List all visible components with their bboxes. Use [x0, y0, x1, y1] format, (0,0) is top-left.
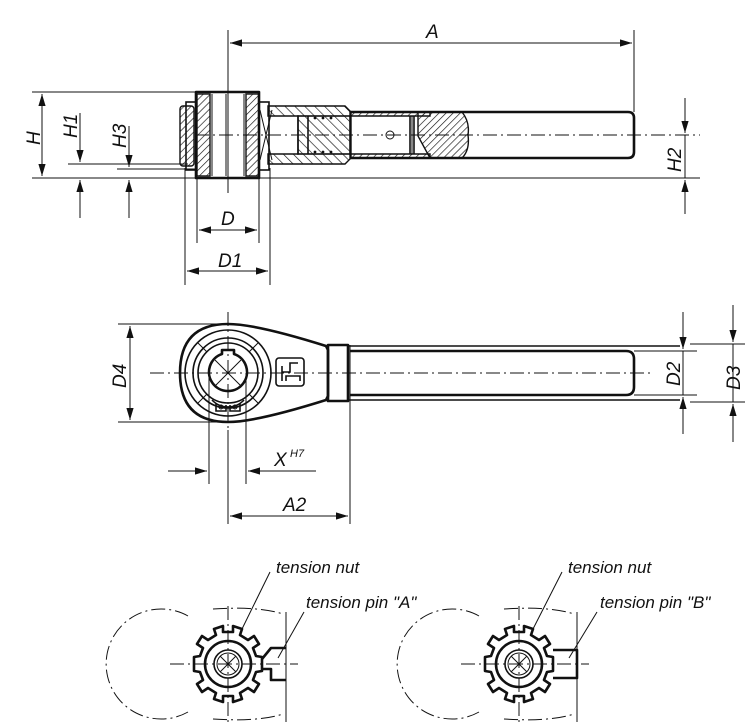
- dim-d-label: D: [221, 209, 235, 230]
- detail-view-a: [105, 571, 305, 726]
- detail-b-nut-label: tension nut: [568, 558, 652, 577]
- dim-d2-label: D2: [664, 361, 685, 386]
- dim-h-label: H: [24, 131, 45, 145]
- washer-left: [185, 101, 197, 171]
- dim-x-tolerance: H7: [290, 448, 305, 460]
- spring-coils: [313, 116, 333, 154]
- tension-nut-b: [483, 624, 555, 704]
- dim-d4-label: D4: [110, 364, 131, 388]
- nut-bore-inner-b: [507, 652, 531, 676]
- lever-head-outline: [178, 322, 330, 424]
- keyed-bore: [207, 348, 249, 393]
- dim-d3-label: D3: [724, 365, 745, 390]
- clip-hole-right: [232, 404, 238, 410]
- detail-b-swing-arc-2: [503, 607, 575, 721]
- dim-h2-label: H2: [665, 147, 686, 172]
- nut-bore-inner-a: [216, 652, 240, 676]
- tension-clip-arc: [211, 399, 245, 408]
- dim-a2-label: A2: [282, 495, 307, 516]
- hub-outer-ring-left: [179, 105, 195, 167]
- tension-nut-a: [192, 624, 264, 704]
- detail-a-swing-arc-2: [212, 607, 284, 721]
- detail-a-pin-label: tension pin "A": [306, 593, 417, 612]
- dim-x-label: X: [273, 450, 288, 471]
- detail-a-nut-label: tension nut: [276, 558, 360, 577]
- leader-pin-b: [568, 611, 598, 659]
- leader-pin-a: [277, 611, 305, 659]
- tension-pin-a: [260, 646, 286, 682]
- top-view: D4 D2 D3 X H7 A2: [110, 305, 745, 524]
- leader-nut-a: [241, 571, 271, 630]
- cross-line-2: [259, 109, 273, 161]
- kipp-logo: [275, 357, 305, 387]
- ratchet-ticks: [197, 342, 259, 404]
- clip-hole-left: [218, 404, 224, 410]
- detail-view-b: [396, 571, 598, 726]
- detail-a-swing-arc: [105, 608, 189, 720]
- dim-d1-label: D1: [218, 251, 242, 272]
- tension-clip: [215, 403, 241, 412]
- dim-h1-label: H1: [61, 114, 82, 138]
- washer-right: [258, 101, 270, 171]
- detail-b-swing-arc: [396, 608, 480, 720]
- dim-a-label: A: [425, 22, 439, 43]
- leader-nut-b: [532, 571, 563, 630]
- dim-h3-label: H3: [110, 123, 131, 148]
- detail-b-pin-label: tension pin "B": [600, 593, 711, 612]
- side-view: A H H1 H3: [24, 22, 700, 285]
